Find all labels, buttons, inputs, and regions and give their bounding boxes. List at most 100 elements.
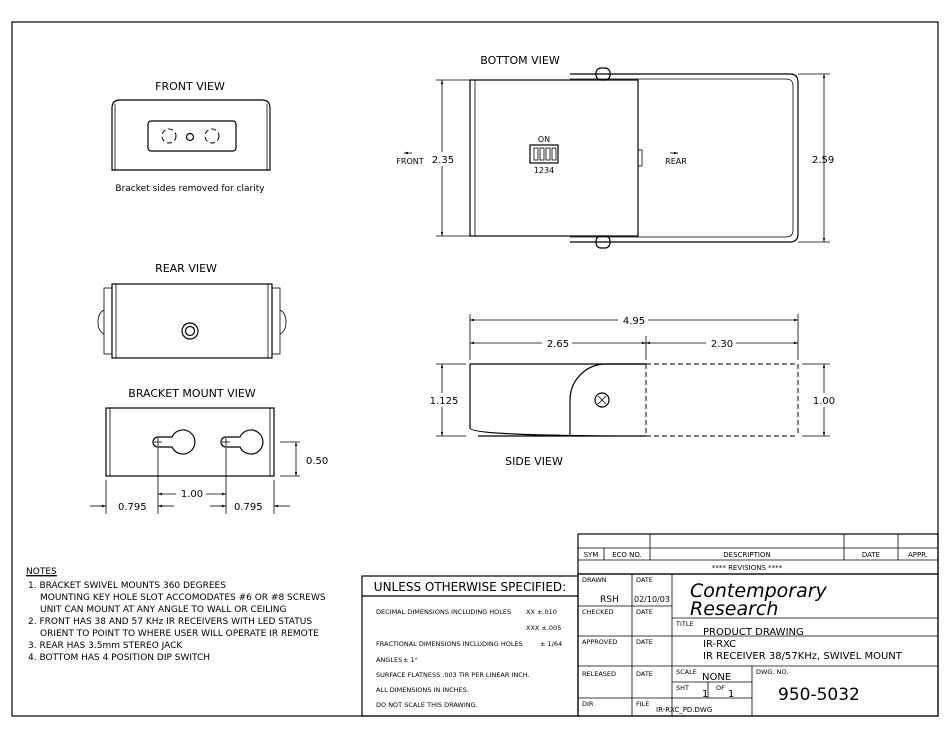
side-bracket — [569, 363, 646, 436]
title-block: DRAWN DATE RSH 02/10/03 CHECKED DATE APP… — [577, 573, 939, 717]
swivel-knob-bottom — [595, 235, 611, 249]
bracket-mount-view: BRACKET MOUNT VIEW 0.50 1.00 0.795 0.795 — [90, 387, 328, 514]
side-housing — [469, 363, 647, 437]
rear-housing — [111, 283, 273, 359]
tb-title-line1: PRODUCT DRAWING — [703, 627, 804, 638]
rear-view: REAR VIEW — [97, 262, 287, 359]
dim-height-050: 0.50 — [306, 456, 328, 467]
front-view: FRONT VIEW Bracket sides removed for cla… — [111, 80, 271, 194]
dim-bottom-235: 2.35 — [432, 155, 454, 166]
keyhole-slot-right — [220, 429, 264, 455]
tb-checked-label: CHECKED — [582, 608, 613, 616]
bottom-housing — [469, 79, 639, 237]
dim-side-1125: 1.125 — [430, 396, 459, 407]
dim-keyhole-spacing: 1.00 — [181, 489, 203, 500]
tb-drawn-label: DRAWN — [582, 576, 607, 584]
notes: NOTES 1. BRACKET SWIVEL MOUNTS 360 DEGRE… — [26, 567, 326, 663]
rear-view-title: REAR VIEW — [155, 262, 217, 275]
front-view-caption: Bracket sides removed for clarity — [115, 184, 265, 194]
tb-dir-label: DIR — [582, 700, 594, 708]
tol-decimal: DECIMAL DIMENSIONS INCLUDING HOLES — [376, 608, 511, 616]
tb-drawn-date: 02/10/03 — [634, 595, 670, 604]
tol-angles-val: ± 1° — [403, 656, 418, 664]
tol-xxx: XXX ±.005 — [526, 624, 561, 632]
dim-right-0795: 0.795 — [234, 502, 263, 513]
front-window — [147, 120, 237, 152]
tb-drawn-by: RSH — [600, 595, 619, 605]
tb-approved-label: APPROVED — [582, 638, 617, 646]
note-line: ORIENT TO POINT TO WHERE USER WILL OPERA… — [40, 629, 319, 639]
front-view-title: FRONT VIEW — [155, 80, 225, 93]
side-view-title: SIDE VIEW — [505, 455, 563, 468]
tol-fractional: FRACTIONAL DIMENSIONS INCLUDING HOLES — [376, 640, 523, 648]
tolerance-block: UNLESS OTHERWISE SPECIFIED: DECIMAL DIME… — [361, 575, 579, 717]
tolerance-title: UNLESS OTHERWISE SPECIFIED: — [374, 580, 566, 594]
dip-switch-on-label: ON — [538, 135, 550, 144]
tb-approved-date-label: DATE — [636, 638, 653, 646]
tb-title-label: TITLE — [675, 620, 694, 628]
stereo-jack — [181, 322, 199, 340]
bracket-view-title: BRACKET MOUNT VIEW — [128, 387, 255, 400]
tol-xx: XX ±.010 — [526, 608, 557, 616]
status-led — [185, 132, 195, 142]
notes-title: NOTES — [26, 567, 57, 577]
rev-eco: ECO NO. — [612, 551, 642, 559]
tb-of-label: OF — [716, 684, 725, 692]
side-view: SIDE VIEW 4.95 2.65 2.30 1.125 1.00 — [428, 313, 838, 468]
ir-receiver-left — [161, 128, 177, 144]
tb-released-date-label: DATE — [636, 670, 653, 678]
note-line: UNIT CAN MOUNT AT ANY ANGLE TO WALL OR C… — [40, 605, 287, 615]
dip-switch — [529, 144, 559, 164]
tb-checked-date-label: DATE — [636, 608, 653, 616]
note-line: 1. BRACKET SWIVEL MOUNTS 360 DEGREES — [28, 581, 226, 591]
tb-date-label: DATE — [636, 576, 653, 584]
note-line: 3. REAR HAS 3.5mm STEREO JACK — [28, 641, 183, 651]
tol-fractional-val: ± 1/64 — [540, 640, 562, 648]
swivel-screw — [594, 392, 610, 408]
bottom-view: BOTTOM VIEW ON 1234 FRONT REAR 2.35 2.59 — [396, 54, 834, 249]
rev-sym: SYM — [584, 551, 599, 559]
company-name-line2: Research — [690, 598, 778, 620]
bottom-front-label: FRONT — [396, 157, 423, 166]
tb-dwg-label: DWG. NO. — [756, 668, 788, 676]
bottom-bracket — [570, 73, 799, 243]
tol-inches: ALL DIMENSIONS IN INCHES. — [376, 686, 469, 694]
rear-bracket-right — [271, 287, 281, 355]
tb-title-line3: IR RECEIVER 38/57KHz, SWIVEL MOUNT — [703, 651, 903, 662]
tb-scale-value: NONE — [702, 672, 731, 683]
dim-side-495: 4.95 — [623, 316, 645, 327]
tb-sht-total: 1 — [728, 689, 734, 700]
rev-description: DESCRIPTION — [723, 551, 770, 559]
tb-title-line2: IR-RXC — [703, 639, 736, 650]
tol-angles: ANGLES — [376, 656, 402, 664]
dim-side-265: 2.65 — [547, 339, 569, 350]
dim-bottom-259: 2.59 — [812, 155, 834, 166]
tol-noscale: DO NOT SCALE THIS DRAWING. — [376, 701, 478, 709]
note-line: MOUNTING KEY HOLE SLOT ACCOMODATES #6 OR… — [40, 593, 326, 603]
swivel-knob-top — [595, 67, 611, 81]
note-line: 2. FRONT HAS 38 AND 57 KHz IR RECEIVERS … — [28, 617, 312, 627]
company-name-line1: Contemporary — [690, 580, 828, 602]
note-line: 4. BOTTOM HAS 4 POSITION DIP SWITCH — [28, 653, 210, 663]
dim-side-100: 1.00 — [813, 396, 835, 407]
dim-left-0795: 0.795 — [118, 502, 147, 513]
ir-receiver-right — [204, 128, 220, 144]
tb-file-label: FILE — [636, 700, 649, 708]
rev-date: DATE — [862, 551, 880, 559]
tb-file-name: IR-RXC_PD.DWG — [656, 706, 712, 714]
tb-scale-label: SCALE — [676, 668, 697, 676]
tb-sht-value: 1 — [702, 689, 708, 700]
tol-flatness: SURFACE FLATNESS .003 TIR PER LINEAR INC… — [376, 671, 530, 679]
rev-appr: APPR. — [908, 551, 928, 559]
dim-side-230: 2.30 — [711, 339, 733, 350]
tb-dwg-no: 950-5032 — [778, 685, 860, 705]
tb-released-label: RELEASED — [582, 670, 616, 678]
bottom-rear-label: REAR — [665, 157, 687, 166]
bottom-view-title: BOTTOM VIEW — [480, 54, 560, 67]
dip-switch-numbers: 1234 — [534, 166, 554, 175]
tb-sht-label: SHT — [676, 684, 689, 692]
revisions-block: SYM ECO NO. DESCRIPTION DATE APPR. **** … — [577, 533, 939, 575]
front-housing — [111, 99, 271, 171]
rear-bracket-left — [103, 287, 113, 355]
